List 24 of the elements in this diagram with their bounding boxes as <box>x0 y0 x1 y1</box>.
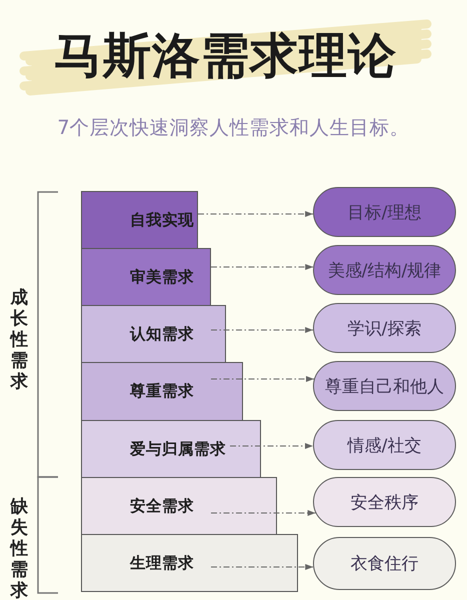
pill-label: 美感/结构/规律 <box>313 245 456 295</box>
level-bar: 爱与归属需求 <box>81 420 261 478</box>
level-bar: 尊重需求 <box>81 362 243 422</box>
side-label: 缺失性需求 <box>10 497 29 600</box>
pill-label: 学识/探索 <box>313 303 456 353</box>
level-bar: 生理需求 <box>81 534 298 592</box>
level-bar: 审美需求 <box>81 248 211 306</box>
level-bar: 认知需求 <box>81 305 226 364</box>
pill-label: 衣食住行 <box>313 537 456 590</box>
level-bar: 自我实现 <box>81 191 198 250</box>
arrow <box>211 376 314 382</box>
subtitle: 7个层次快速洞察人性需求和人生目标。 <box>57 116 410 140</box>
arrow <box>198 211 314 217</box>
pill-label: 尊重自己和他人 <box>313 361 456 411</box>
arrow <box>211 264 314 270</box>
arrow <box>211 327 314 333</box>
pill-label: 安全秩序 <box>313 477 456 527</box>
pill-label: 目标/理想 <box>313 187 456 237</box>
arrow <box>211 510 316 516</box>
side-label: 成长性需求 <box>10 288 29 393</box>
arrow <box>211 564 314 570</box>
arrow <box>230 443 313 449</box>
pill-label: 情感/社交 <box>313 420 456 470</box>
level-bar: 安全需求 <box>81 477 277 536</box>
